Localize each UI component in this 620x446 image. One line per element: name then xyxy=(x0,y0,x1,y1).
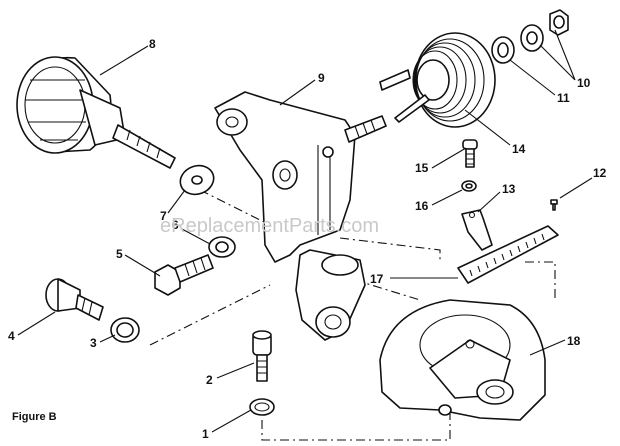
assembly-lines xyxy=(149,189,556,441)
part-washer-6 xyxy=(208,236,236,258)
part-retaining-ring xyxy=(249,398,275,416)
callout-15: 15 xyxy=(415,161,429,175)
callout-3: 3 xyxy=(90,336,97,350)
callout-9: 9 xyxy=(318,71,325,85)
callout-13: 13 xyxy=(502,182,516,196)
part-bracket xyxy=(214,91,387,341)
part-washer-7 xyxy=(179,164,215,196)
part-screw-15 xyxy=(462,139,478,168)
leader-lines xyxy=(17,29,593,433)
part-scale xyxy=(457,225,559,284)
callout-6: 6 xyxy=(172,218,179,232)
callout-12: 12 xyxy=(593,166,607,180)
callout-4: 4 xyxy=(8,329,15,343)
watermark: eReplacementParts.com xyxy=(160,215,379,237)
figure-label: Figure B xyxy=(12,411,57,423)
callout-18: 18 xyxy=(567,334,581,348)
callout-5: 5 xyxy=(116,247,123,261)
part-hex-bolt xyxy=(154,254,214,296)
callouts: 8 9 10 11 12 13 14 15 16 17 18 7 6 5 4 3… xyxy=(8,37,607,441)
part-nuts xyxy=(520,9,569,52)
callout-11: 11 xyxy=(557,91,570,105)
part-cap-screw xyxy=(252,330,272,382)
part-washer-3 xyxy=(110,317,140,343)
callout-1: 1 xyxy=(202,427,209,441)
callout-17: 17 xyxy=(370,272,384,286)
part-screw-12 xyxy=(550,199,558,211)
part-torsion-spring xyxy=(379,32,496,128)
part-shoulder-screw xyxy=(45,278,104,321)
callout-10: 10 xyxy=(577,76,591,90)
callout-16: 16 xyxy=(415,199,429,213)
part-washer-11 xyxy=(491,36,515,64)
part-base xyxy=(379,299,546,421)
callout-8: 8 xyxy=(149,37,156,51)
part-knob xyxy=(16,56,176,169)
callout-14: 14 xyxy=(512,142,526,156)
callout-7: 7 xyxy=(160,209,167,223)
callout-2: 2 xyxy=(206,373,213,387)
part-washer-16 xyxy=(461,180,477,192)
part-pointer xyxy=(461,209,493,251)
